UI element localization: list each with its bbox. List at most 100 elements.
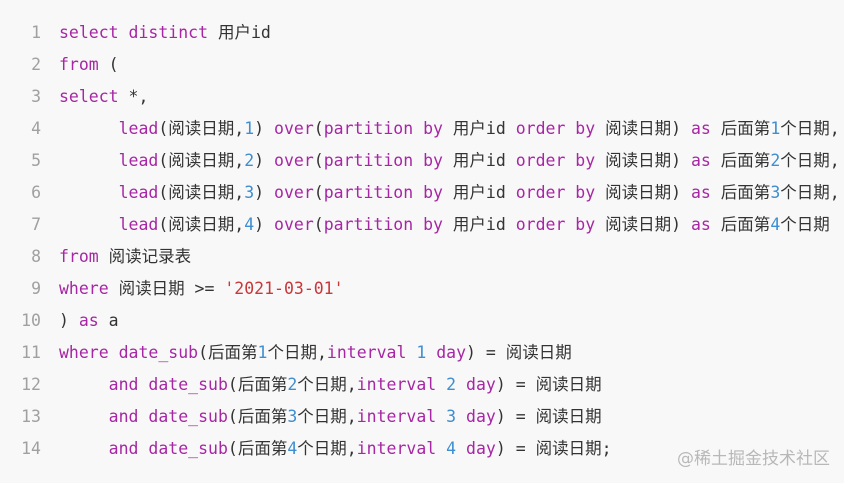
text-token: ( bbox=[313, 183, 324, 202]
text-token: a bbox=[98, 311, 119, 330]
text-token: 个日期, bbox=[780, 183, 840, 202]
number-token: 2 bbox=[770, 151, 781, 170]
text-token bbox=[456, 407, 466, 426]
code-line: 13 and date_sub(后面第3个日期,interval 3 day) … bbox=[0, 401, 844, 433]
line-content: where date_sub(后面第1个日期,interval 1 day) =… bbox=[59, 337, 572, 369]
text-token: ( bbox=[98, 55, 119, 74]
line-number: 14 bbox=[21, 439, 41, 458]
line-number: 7 bbox=[31, 215, 41, 234]
keyword-token: as bbox=[691, 151, 711, 170]
line-content: lead(阅读日期,1) over(partition by 用户id orde… bbox=[59, 113, 840, 145]
keyword-token: and bbox=[108, 375, 139, 394]
keyword-token: as bbox=[691, 215, 711, 234]
number-token: 4 bbox=[244, 215, 255, 234]
keyword-token: interval bbox=[356, 375, 437, 394]
text-token: ) bbox=[254, 183, 275, 202]
code-line: 6 lead(阅读日期,3) over(partition by 用户id or… bbox=[0, 177, 844, 209]
number-token: 1 bbox=[244, 119, 255, 138]
keyword-token: interval bbox=[356, 439, 437, 458]
number-token: 2 bbox=[244, 151, 255, 170]
string-token: '2021-03-01' bbox=[224, 279, 344, 298]
watermark: @稀土掘金技术社区 bbox=[677, 449, 830, 469]
number-token: 4 bbox=[446, 439, 457, 458]
keyword-token: select bbox=[59, 23, 119, 42]
line-content: lead(阅读日期,2) over(partition by 用户id orde… bbox=[59, 145, 840, 177]
keyword-token: and bbox=[108, 439, 139, 458]
keyword-token: partition by bbox=[323, 119, 443, 138]
line-number: 8 bbox=[31, 247, 41, 266]
keyword-token: as bbox=[691, 119, 711, 138]
text-token: ( bbox=[313, 151, 324, 170]
keyword-token: day bbox=[466, 439, 496, 458]
text-token: ( bbox=[313, 119, 324, 138]
text-token: 阅读日期) bbox=[595, 183, 691, 202]
keyword-token: from bbox=[59, 247, 99, 266]
text-token bbox=[138, 375, 148, 394]
text-token: ( bbox=[313, 215, 324, 234]
number-token: 1 bbox=[770, 119, 781, 138]
line-number: 11 bbox=[21, 343, 41, 362]
keyword-token: from bbox=[59, 55, 99, 74]
line-number: 12 bbox=[21, 375, 41, 394]
line-number: 4 bbox=[31, 119, 41, 138]
keyword-token: date_sub bbox=[148, 375, 228, 394]
keyword-token: interval bbox=[326, 343, 407, 362]
keyword-token: date_sub bbox=[118, 343, 199, 362]
text-token: 阅读记录表 bbox=[98, 247, 192, 266]
text-token: 个日期, bbox=[297, 439, 357, 458]
line-number: 5 bbox=[31, 151, 41, 170]
text-token: 个日期, bbox=[297, 407, 357, 426]
keyword-token: as bbox=[78, 311, 99, 330]
line-number: 13 bbox=[21, 407, 41, 426]
text-token: ) bbox=[254, 119, 275, 138]
text-token: ) bbox=[254, 151, 275, 170]
line-content: and date_sub(后面第2个日期,interval 2 day) = 阅… bbox=[59, 369, 602, 401]
text-token: ) = 阅读日期 bbox=[495, 407, 602, 426]
text-token: 个日期, bbox=[780, 119, 840, 138]
line-number: 3 bbox=[31, 87, 41, 106]
text-token bbox=[59, 375, 109, 394]
text-token: 阅读日期) bbox=[595, 215, 691, 234]
number-token: 3 bbox=[287, 407, 298, 426]
line-number: 9 bbox=[31, 279, 41, 298]
keyword-token: day bbox=[466, 375, 496, 394]
number-token: 4 bbox=[770, 215, 781, 234]
keyword-token: select bbox=[59, 87, 119, 106]
keyword-token: as bbox=[691, 183, 711, 202]
keyword-token: partition by bbox=[323, 183, 443, 202]
keyword-token: over bbox=[274, 151, 314, 170]
number-token: 1 bbox=[416, 343, 427, 362]
text-token bbox=[426, 343, 436, 362]
text-token: (阅读日期, bbox=[158, 183, 245, 202]
line-content: lead(阅读日期,3) over(partition by 用户id orde… bbox=[59, 177, 840, 209]
text-token: 后面第 bbox=[710, 183, 771, 202]
text-token bbox=[59, 183, 119, 202]
keyword-token: order by bbox=[515, 119, 596, 138]
text-token bbox=[59, 151, 119, 170]
line-content: from 阅读记录表 bbox=[59, 241, 191, 273]
text-token bbox=[406, 343, 416, 362]
text-token bbox=[59, 407, 109, 426]
line-content: lead(阅读日期,4) over(partition by 用户id orde… bbox=[59, 209, 830, 241]
text-token: (后面第 bbox=[227, 375, 288, 394]
number-token: 1 bbox=[257, 343, 268, 362]
code-line: 14 and date_sub(后面第4个日期,interval 4 day) … bbox=[0, 433, 844, 465]
keyword-token: partition by bbox=[323, 151, 443, 170]
line-content: select *, bbox=[59, 81, 148, 113]
code-line: 10) as a bbox=[0, 305, 844, 337]
text-token: (后面第 bbox=[227, 407, 288, 426]
text-token: 阅读日期) bbox=[595, 119, 691, 138]
text-token bbox=[456, 439, 466, 458]
code-line: 4 lead(阅读日期,1) over(partition by 用户id or… bbox=[0, 113, 844, 145]
keyword-token: distinct bbox=[128, 23, 209, 42]
keyword-token: interval bbox=[356, 407, 437, 426]
text-token bbox=[59, 119, 119, 138]
text-token: 阅读日期) bbox=[595, 151, 691, 170]
code-line: 12 and date_sub(后面第2个日期,interval 2 day) … bbox=[0, 369, 844, 401]
line-content: select distinct 用户id bbox=[59, 17, 271, 49]
keyword-token: and bbox=[108, 407, 139, 426]
